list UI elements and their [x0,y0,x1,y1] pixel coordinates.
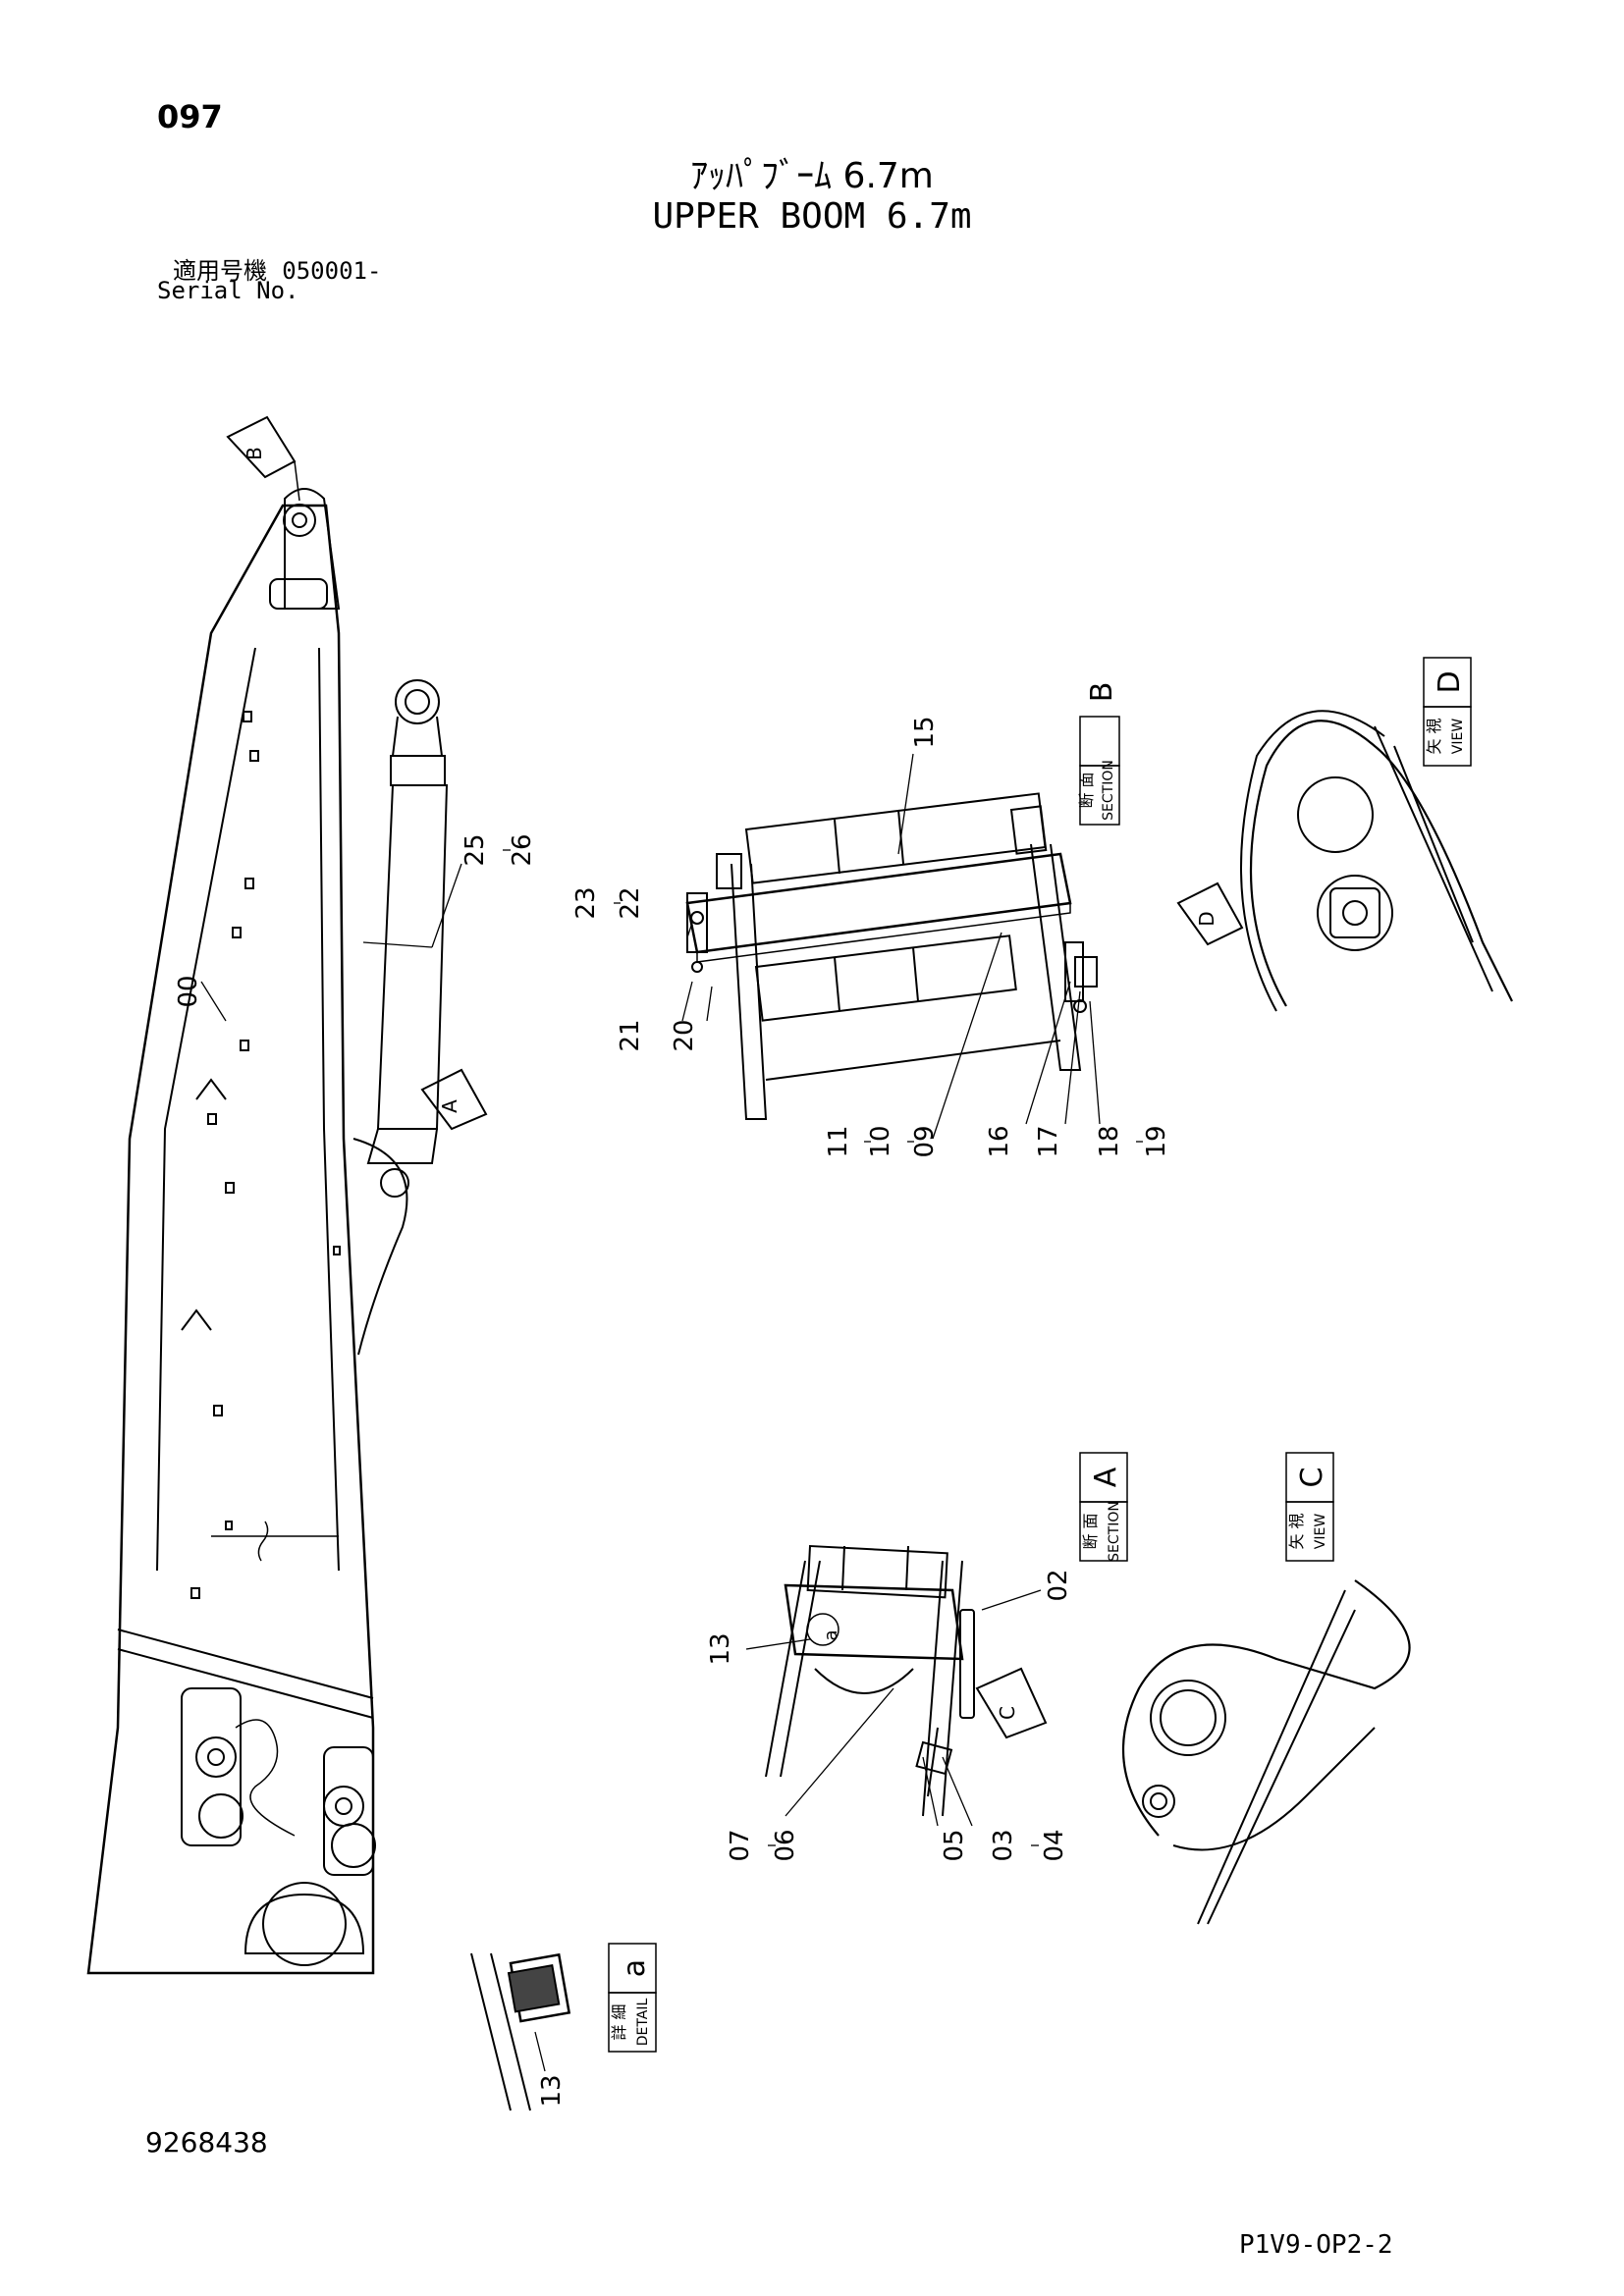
view-d-en: VIEW [1450,719,1466,755]
view-arrow-d [1176,881,1244,946]
serial-label-jp: 適用号機 [173,257,267,285]
detail-a-en: DETAIL [635,1999,651,2047]
view-d-label [1423,657,1472,767]
callout-11: 11 [824,1125,853,1157]
callout-00: 00 [174,975,203,1007]
callout-13-detail: 13 [537,2074,567,2107]
callout-13: 13 [706,1632,735,1665]
reference-code: P1V9-OP2-2 [1239,2230,1393,2260]
boom-cylinder [352,679,449,1356]
view-c-jp: 矢 視 [1287,1513,1306,1549]
section-b-label [1079,716,1120,826]
leader-lines-section-b [681,753,1101,1140]
page-number: 097 [157,98,223,135]
callout-04: 04 [1040,1829,1069,1861]
view-c [1121,1579,1411,1925]
callout-26: 26 [508,833,537,866]
serial-label-english: Serial No. [157,277,299,304]
section-a-en: SECTION [1107,1501,1122,1562]
arrow-d-letter: D [1195,911,1218,926]
title-english: UPPER BOOM 6.7m [652,196,972,237]
section-a-jp: 断 面 [1081,1513,1100,1549]
arrow-b-letter: B [243,447,266,460]
detail-marker-letter: a [821,1629,841,1640]
callout-21: 21 [616,1019,645,1051]
section-b-en: SECTION [1101,760,1116,821]
detail-a-label [608,1943,657,2053]
title-japanese: ｱｯﾊﾟﾌﾞｰﾑ 6.7m [690,156,934,196]
view-d-letter: D [1433,670,1467,693]
callout-18: 18 [1095,1125,1124,1157]
leader-lines-section-a [745,1589,1042,1827]
callout-16: 16 [985,1125,1014,1157]
view-c-label [1285,1452,1334,1562]
upper-boom [86,488,376,1975]
detail-a-jp: 詳 細 [610,2003,628,2040]
detail-a-letter: a [618,1959,652,1977]
detail-a-view [470,1952,571,2111]
section-a-view [765,1544,975,1817]
view-arrow-c [975,1667,1048,1739]
document-number: 9268438 [145,2126,268,2159]
section-b-jp: 断 面 [1077,772,1096,808]
arrow-c-letter: C [996,1706,1019,1720]
callout-03: 03 [989,1829,1018,1861]
view-arrow-a [420,1068,488,1131]
callout-02: 02 [1044,1569,1073,1601]
callout-05: 05 [940,1829,969,1861]
view-c-letter: C [1295,1468,1329,1488]
section-b-letter: B [1085,682,1119,703]
callout-17: 17 [1034,1125,1063,1157]
callout-25: 25 [460,833,490,866]
callout-20: 20 [670,1019,699,1051]
view-d [1240,710,1513,1012]
view-d-jp: 矢 視 [1425,718,1443,754]
callout-07: 07 [726,1829,755,1861]
view-arrow-b [226,415,300,502]
view-c-en: VIEW [1313,1514,1328,1550]
leader-lines-boom [200,863,462,1022]
callout-09: 09 [910,1125,940,1157]
callout-15: 15 [910,716,940,748]
section-b-view [685,792,1098,1120]
callout-separators [503,849,1143,1846]
callout-23: 23 [571,886,601,919]
serial-label-japanese: 適用号機 050001- [173,251,381,286]
section-a-label [1079,1452,1128,1562]
serial-value: 050001- [282,257,382,285]
arrow-a-letter: A [438,1099,461,1113]
section-a-letter: A [1089,1467,1123,1487]
callout-19: 19 [1142,1125,1171,1157]
